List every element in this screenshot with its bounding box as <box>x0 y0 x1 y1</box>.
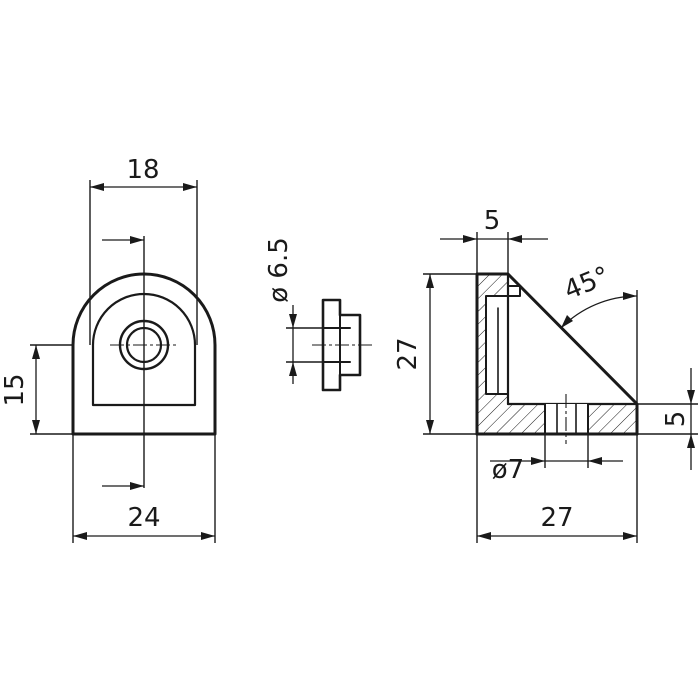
arrow-head <box>588 457 602 465</box>
dim-label-18: 18 <box>126 155 159 185</box>
arrow-head <box>426 420 434 434</box>
dimension-side-base-length: 27 <box>476 434 638 543</box>
arrow-head <box>561 315 573 328</box>
side-base-hatch-right <box>588 404 637 434</box>
dim-label-5-right: 5 <box>661 411 691 428</box>
front-view-outline <box>71 272 217 436</box>
dimension-side-hole-diameter: ø7 <box>490 434 623 485</box>
arrow-head <box>289 314 297 328</box>
side-slot-window <box>486 296 508 394</box>
dim-label-45-deg: 45° <box>560 261 614 306</box>
side-view-outline <box>475 272 639 436</box>
front-view <box>30 236 217 488</box>
dim-label-24: 24 <box>127 503 160 533</box>
dim-label-15: 15 <box>0 373 30 406</box>
arrow-head <box>289 362 297 376</box>
arrow-head <box>130 482 144 490</box>
dimension-side-angle: 45° <box>560 261 638 404</box>
front-center-marker-lower <box>102 482 144 490</box>
arrow-head <box>687 434 695 448</box>
washer-outline <box>321 298 362 392</box>
dimension-side-thickness: 5 <box>440 206 548 274</box>
arrow-head <box>531 457 545 465</box>
dimension-front-width-top: 18 <box>89 155 198 345</box>
dim-label-dia-6-5: ø 6.5 <box>264 237 294 303</box>
arrow-head <box>201 532 215 540</box>
arrow-head <box>463 235 477 243</box>
arrow-head <box>73 532 87 540</box>
arrow-head <box>32 345 40 359</box>
arrow-head <box>623 292 637 300</box>
dim-label-27-vertical: 27 <box>393 337 423 370</box>
side-slot-outline <box>485 295 509 395</box>
dimension-front-height: 15 <box>0 345 73 435</box>
dim-label-dia-7: ø7 <box>492 455 524 485</box>
front-center-marker-upper <box>102 236 144 244</box>
dim-label-5-top: 5 <box>484 206 501 236</box>
arrow-head <box>90 183 104 191</box>
arrow-head <box>687 390 695 404</box>
arrow-head <box>426 274 434 288</box>
dimension-side-height: 27 <box>393 273 477 435</box>
side-section-view <box>475 272 639 444</box>
dimension-side-base-thickness: 5 <box>637 368 698 470</box>
washer-view <box>312 298 372 392</box>
arrow-head <box>477 532 491 540</box>
side-base-hatch-left <box>477 404 545 434</box>
dimension-front-width-bottom: 24 <box>72 434 216 543</box>
front-view-inner-recess <box>91 292 197 407</box>
side-slot-notch <box>507 285 521 297</box>
dimension-washer-diameter: ø 6.5 <box>264 237 323 384</box>
arrow-head <box>32 420 40 434</box>
arrow-head <box>183 183 197 191</box>
arrow-head <box>623 532 637 540</box>
arrow-head <box>508 235 522 243</box>
dim-label-27-bottom: 27 <box>540 503 573 533</box>
arrow-head <box>130 236 144 244</box>
